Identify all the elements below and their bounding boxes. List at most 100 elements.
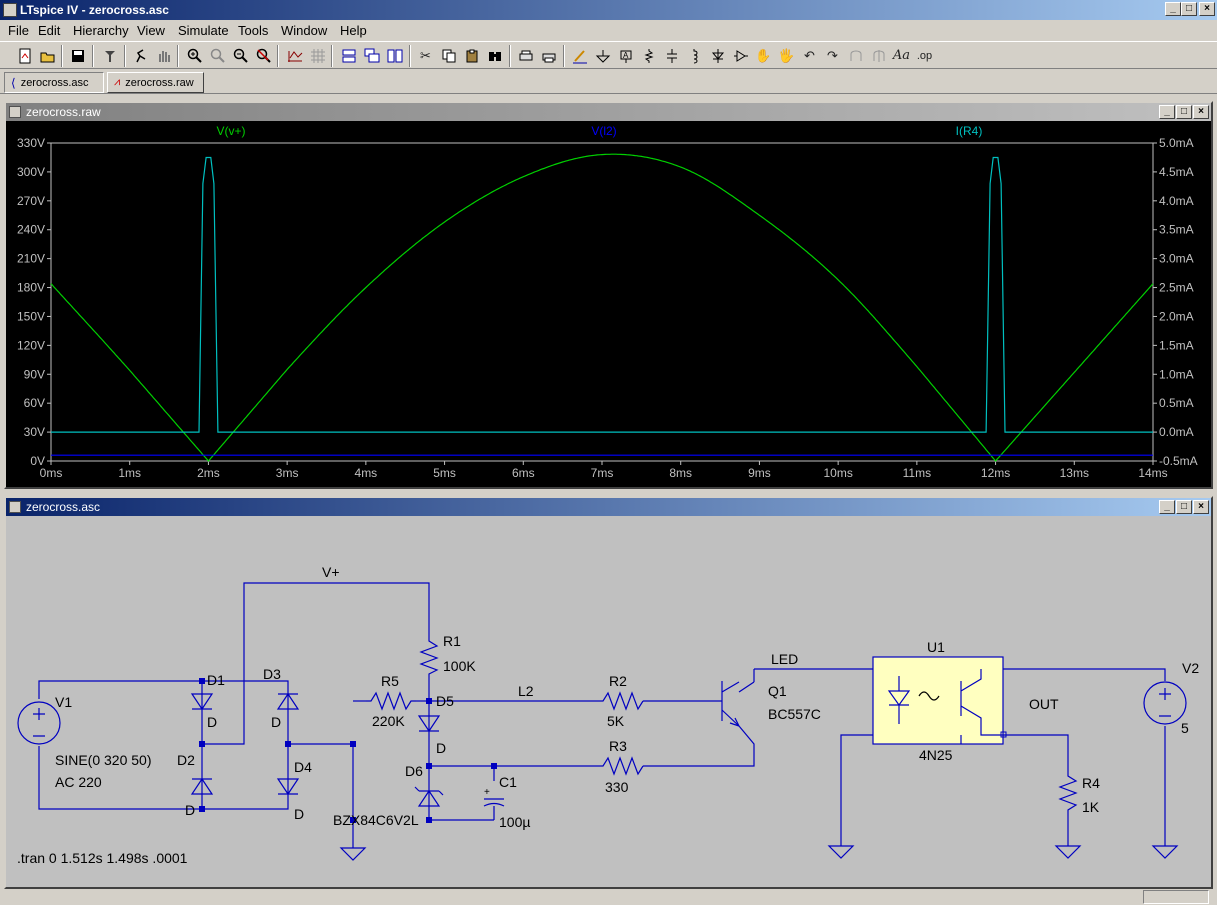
label-q1-model: BC557C [768,706,821,722]
schematic-maximize-button[interactable]: □ [1176,500,1192,514]
trace-0 [50,153,1154,462]
c1-capacitor[interactable]: + [483,787,505,807]
menu-file[interactable]: File [8,23,29,38]
r5-resistor[interactable] [366,691,416,711]
mirror-icon[interactable] [868,45,889,66]
draw-wire-icon[interactable] [569,45,590,66]
status-bar [0,889,1217,905]
status-cell [1143,890,1209,904]
halt-icon[interactable] [153,45,174,66]
v2-source[interactable] [1143,681,1187,725]
menu-edit[interactable]: Edit [38,23,61,38]
label-r1: R1 [443,633,461,649]
print-icon[interactable] [538,45,559,66]
spice-directive-icon[interactable]: .op [916,49,933,62]
save-icon[interactable] [67,45,88,66]
x-tick-label: 2ms [197,466,220,480]
schematic-window[interactable]: zerocross.asc _ □ × [4,496,1213,889]
paste-icon[interactable] [461,45,482,66]
label-d6: D6 [405,763,423,779]
left-tick-label: 0V [30,454,45,468]
menu-view[interactable]: View [137,23,165,38]
schematic-canvas[interactable]: + [6,516,1211,887]
v1-source[interactable] [17,701,61,745]
r2-resistor[interactable] [598,691,644,711]
left-tick-label: 300V [17,165,45,179]
menu-tools[interactable]: Tools [238,23,269,38]
ground-icon[interactable] [592,45,613,66]
resistor-icon[interactable] [638,45,659,66]
run-icon[interactable] [130,45,151,66]
plot-maximize-button[interactable]: □ [1176,105,1192,119]
menu-simulate[interactable]: Simulate [178,23,229,38]
diode-icon[interactable] [707,45,728,66]
zoom-in-icon[interactable] [184,45,205,66]
x-tick-label: 9ms [748,466,771,480]
x-tick-label: 5ms [433,466,456,480]
redo-icon[interactable]: ↷ [827,47,838,63]
left-tick-label: 240V [17,223,45,237]
rotate-icon[interactable] [845,45,866,66]
tab-zerocross-raw[interactable]: ⩘ zerocross.raw [107,72,204,93]
schematic-close-button[interactable]: × [1193,500,1209,514]
move-icon[interactable]: ✋ [755,47,772,63]
label-u1: U1 [927,639,945,655]
open-icon[interactable] [37,45,58,66]
find-icon[interactable] [484,45,505,66]
tile-vertical-icon[interactable] [384,45,405,66]
inductor-icon[interactable] [684,45,705,66]
menu-hierarchy[interactable]: Hierarchy [73,23,129,38]
label-r4-value: 1K [1082,799,1100,815]
menu-window[interactable]: Window [281,23,328,38]
trace-label-1: V(l2) [591,124,616,138]
label-v2-value: 5 [1181,720,1189,736]
d5-diode[interactable] [417,715,441,733]
minimize-button[interactable]: _ [1165,2,1181,16]
zoom-fit-icon[interactable] [253,45,274,66]
r4-resistor[interactable] [1058,771,1078,816]
undo-icon[interactable]: ↶ [804,47,815,63]
autorange-icon[interactable] [284,45,305,66]
drag-icon[interactable]: 🖐 [778,47,795,63]
label-l2: L2 [518,683,534,699]
spice-directive[interactable]: .tran 0 1.512s 1.498s .0001 [17,850,188,866]
waveform-window-caption: zerocross.raw _ □ × [6,103,1211,121]
component-icon[interactable] [730,45,751,66]
u1-optocoupler[interactable] [872,656,1004,745]
plot-minimize-button[interactable]: _ [1159,105,1175,119]
label-v1-sine: SINE(0 320 50) [55,752,152,768]
bridge-diodes[interactable] [190,692,300,796]
schematic-minimize-button[interactable]: _ [1159,500,1175,514]
schematic-window-caption: zerocross.asc _ □ × [6,498,1211,516]
d6-zener[interactable] [414,786,444,807]
right-tick-label: 3.5mA [1159,223,1194,237]
plot-close-button[interactable]: × [1193,105,1209,119]
text-icon[interactable]: Aa [892,48,911,63]
waveform-icon [9,106,21,118]
right-tick-label: 4.0mA [1159,194,1194,208]
cut-icon[interactable]: ✂ [420,47,431,63]
grid-icon[interactable] [307,45,328,66]
zoom-out-icon[interactable] [230,45,251,66]
close-button[interactable]: × [1199,2,1215,16]
menu-help[interactable]: Help [340,23,367,38]
q1-transistor[interactable] [721,681,740,727]
tile-horizontal-icon[interactable] [338,45,359,66]
copy-icon[interactable] [438,45,459,66]
right-tick-label: 0.0mA [1159,425,1194,439]
label-led-net: LED [771,651,798,667]
r3-resistor[interactable] [598,756,644,776]
tab-zerocross-asc[interactable]: ⟨ zerocross.asc [4,72,104,93]
cascade-icon[interactable] [361,45,382,66]
capacitor-icon[interactable] [661,45,682,66]
r1-resistor[interactable] [419,633,439,678]
label-net-icon[interactable]: A [615,45,636,66]
pan-icon[interactable] [207,45,228,66]
label-d6-model: BZX84C6V2L [333,812,419,828]
new-schematic-icon[interactable] [14,45,35,66]
print-setup-icon[interactable] [515,45,536,66]
maximize-button[interactable]: □ [1181,2,1197,16]
control-panel-icon[interactable] [99,45,120,66]
